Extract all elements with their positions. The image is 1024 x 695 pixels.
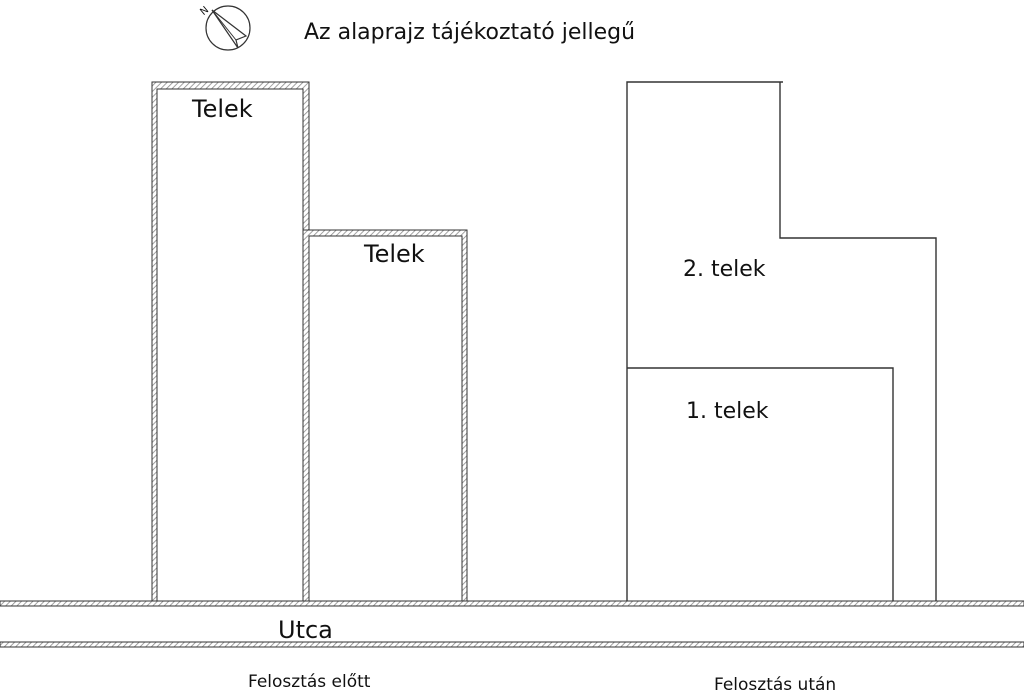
- disclaimer-note: Az alaprajz tájékoztató jellegű: [304, 20, 635, 45]
- plot-after-2-label: 2. telek: [683, 257, 766, 282]
- plot-before-b-label: Telek: [363, 240, 425, 268]
- plot-after-1-label: 1. telek: [686, 399, 769, 424]
- caption-before: Felosztás előtt: [248, 672, 371, 692]
- street: [0, 600, 1024, 648]
- north-arrow-icon: N: [198, 5, 251, 51]
- caption-after: Felosztás után: [714, 675, 836, 695]
- plot-after-1: [627, 367, 894, 603]
- plot-before-b: [302, 229, 468, 604]
- plot-after-2: [626, 81, 937, 603]
- street-label: Utca: [278, 616, 333, 644]
- plot-before-a: [151, 81, 310, 604]
- plot-before-a-label: Telek: [191, 95, 253, 123]
